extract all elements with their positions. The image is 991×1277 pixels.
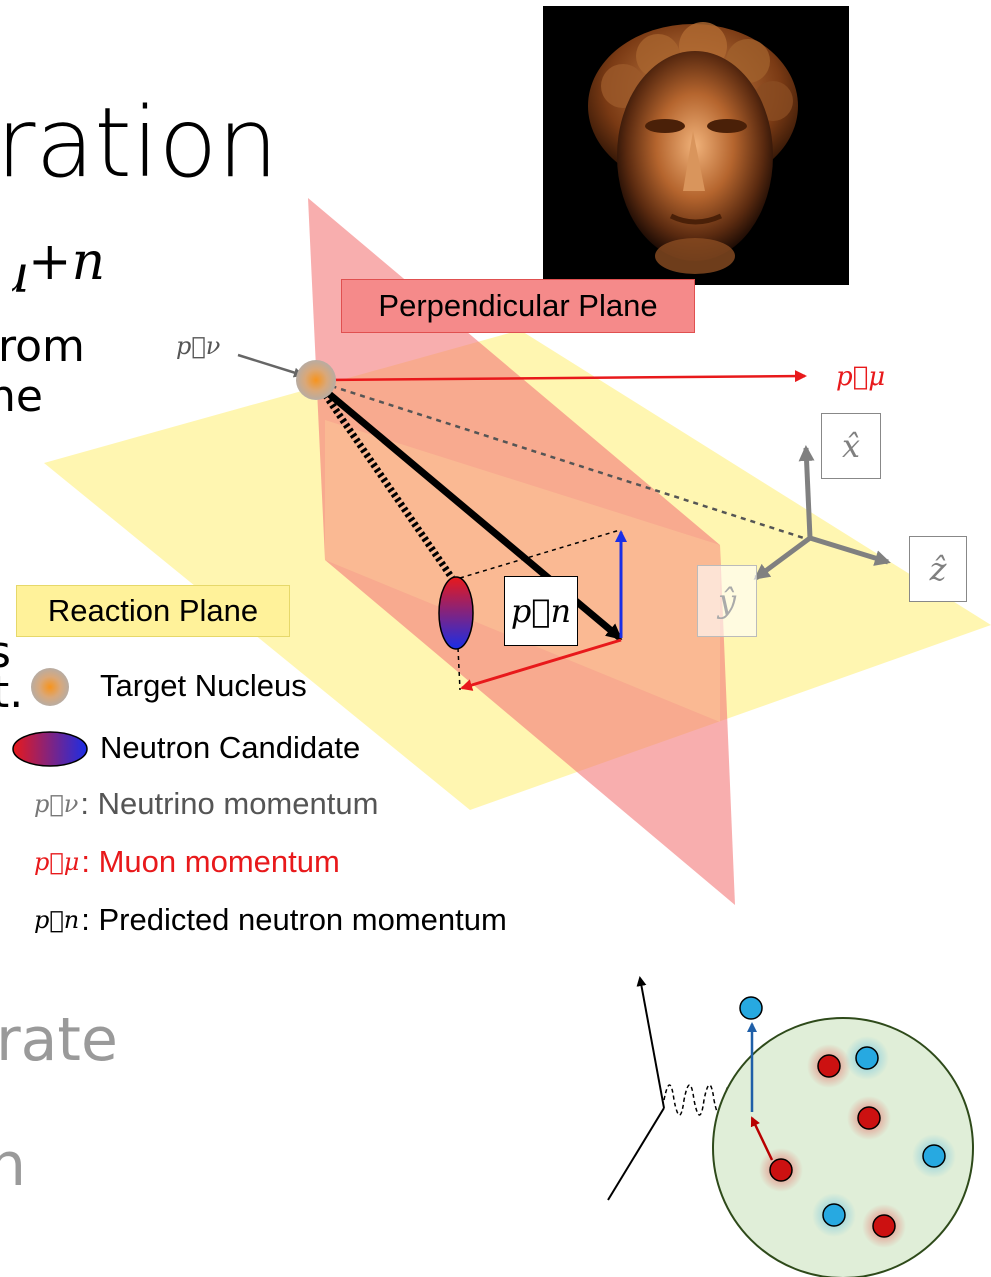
body-text-fragment-1: rom	[0, 321, 85, 372]
p-nu-label: p⃗ν	[176, 332, 221, 360]
legend-predicted-neutron: p⃗n : Predicted neutron momentum	[34, 902, 507, 937]
p-mu-label: p⃗μ	[836, 362, 886, 392]
faded-text-fragment-2: n	[0, 1130, 27, 1200]
z-axis-label: ẑ	[909, 536, 967, 602]
neutron-candidate	[438, 576, 474, 650]
legend-nucleus-icon	[31, 668, 69, 706]
x-axis-label: x̂	[821, 413, 881, 479]
p-n-label-box: p⃗n	[504, 576, 578, 646]
formula-fragment: +n	[28, 232, 106, 292]
legend-muon: p⃗μ : Muon momentum	[34, 844, 340, 879]
formula-mu-fragment: u	[12, 245, 29, 305]
nucleus-scattering-diagram	[607, 976, 974, 1277]
nucleus-sphere	[712, 1017, 974, 1277]
neutron-path-dotted	[319, 388, 455, 580]
body-text-fragment-4: t.	[0, 667, 24, 718]
red-component-arrow	[460, 638, 622, 691]
reaction-plane-label: Reaction Plane	[16, 585, 290, 637]
slide-title-fragment: ration	[0, 87, 279, 199]
target-nucleus	[296, 360, 336, 400]
perpendicular-plane-label: Perpendicular Plane	[341, 279, 695, 333]
legend-neutron-icon	[12, 731, 88, 767]
z-axis-arrow	[809, 535, 891, 566]
body-text-fragment-3: s	[0, 628, 11, 678]
y-axis-label: ŷ	[697, 565, 757, 637]
statue-head-icon	[588, 22, 798, 274]
y-axis-arrow	[753, 535, 812, 581]
legend-neutron-candidate: Neutron Candidate	[100, 730, 361, 765]
statue-photo	[543, 6, 849, 285]
x-axis-arrow	[798, 445, 815, 539]
faded-text-fragment-1: rate	[0, 1005, 118, 1075]
body-text-fragment-2: ne	[0, 371, 43, 422]
legend-target-nucleus: Target Nucleus	[100, 668, 307, 703]
legend-neutrino: p⃗ν : Neutrino momentum	[34, 786, 379, 821]
neutrino-arrow	[237, 353, 304, 378]
muon-arrow	[321, 370, 807, 383]
